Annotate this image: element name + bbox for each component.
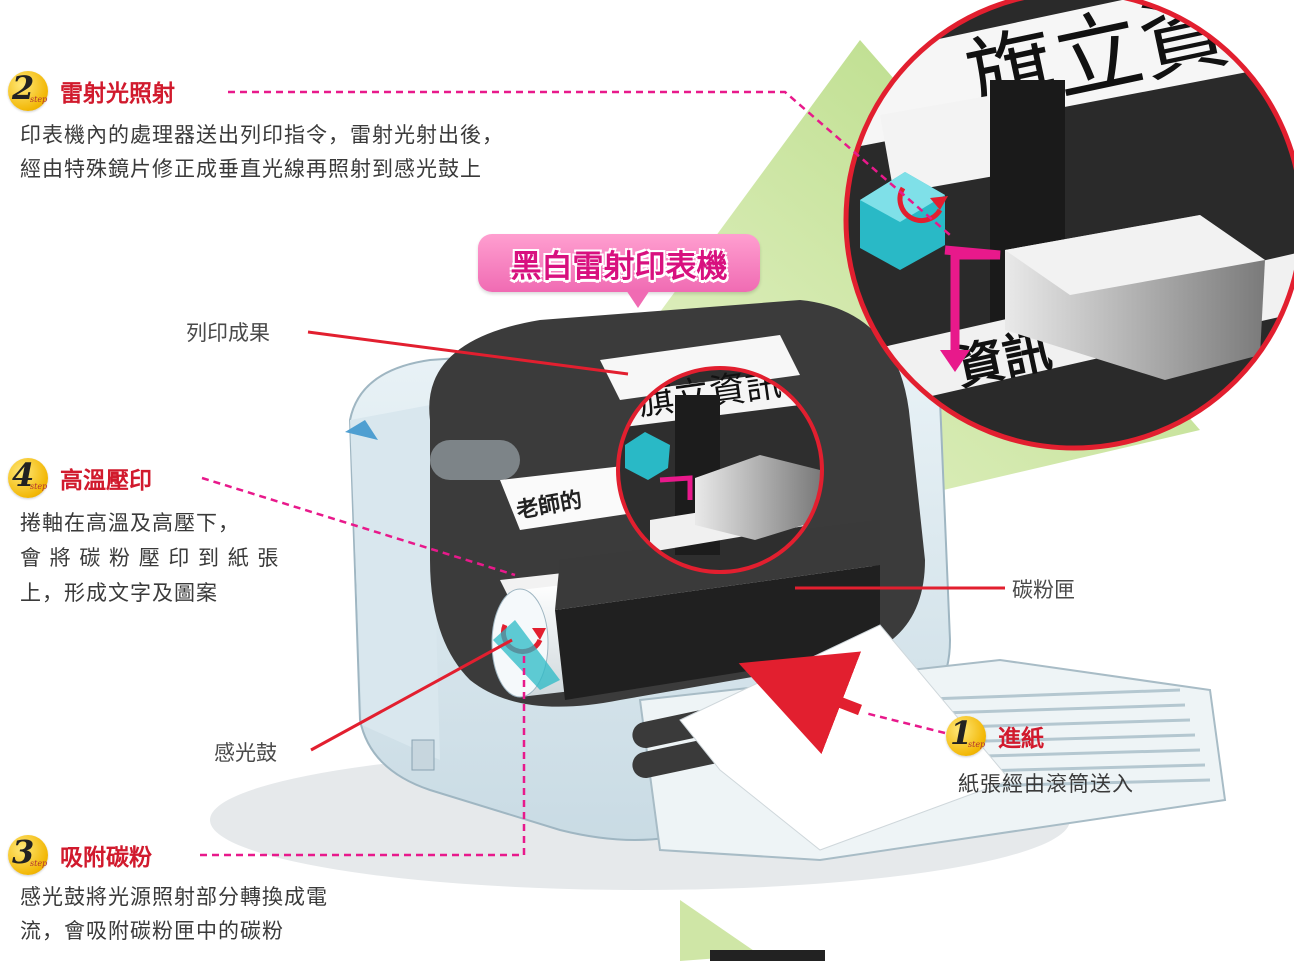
label-output: 列印成果 <box>186 321 270 345</box>
feed-arrow <box>738 651 862 755</box>
output-paper <box>600 335 800 400</box>
step-4-desc-line-3: 上，形成文字及圖案 <box>20 581 218 605</box>
step-4-sub: step <box>30 482 48 491</box>
label-toner: 碳粉匣 <box>1012 578 1075 602</box>
zoom-magnifier-ring <box>843 0 1294 451</box>
step-1-badge: 1 step <box>946 714 986 756</box>
inner-magnifier-ring <box>616 366 824 574</box>
step-2-badge: 2 step <box>8 69 48 111</box>
step-4-title: 高溫壓印 <box>60 468 152 494</box>
step-2-description: 印表機內的處理器送出列印指令，雷射光射出後， 經由特殊鏡片修正成垂直光線再照射到… <box>20 118 504 186</box>
step-4-desc-line-1: 捲軸在高溫及高壓下， <box>20 511 240 535</box>
title-banner: 黑白雷射印表機 <box>478 234 760 308</box>
step-3-desc-line-1: 感光鼓將光源照射部分轉換成電 <box>20 885 328 909</box>
step-3-title: 吸附碳粉 <box>60 845 152 871</box>
step-2-number: 2 <box>12 69 35 107</box>
connector-step3 <box>200 655 526 857</box>
step-2-title: 雷射光照射 <box>60 81 175 107</box>
zoom-cone-lower <box>680 900 760 961</box>
label-drum: 感光鼓 <box>214 741 277 765</box>
connector-step1 <box>864 711 946 735</box>
step-2-desc-line-1: 印表機內的處理器送出列印指令，雷射光射出後， <box>20 123 504 147</box>
step-3-number: 3 <box>12 833 35 871</box>
leader-output <box>307 330 629 376</box>
upper-roller <box>430 440 520 480</box>
connector-step2 <box>228 90 951 236</box>
step-4-header: 4 step 高溫壓印 <box>8 456 152 498</box>
step-1-header: 1 step 進紙 <box>946 714 1044 756</box>
connector-step4 <box>201 476 516 577</box>
step-4-description: 捲軸在高溫及高壓下， 會 將 碳 粉 壓 印 到 紙 張 上，形成文字及圖案 <box>20 506 279 611</box>
step-2-header: 2 step 雷射光照射 <box>8 69 175 111</box>
step-4-number: 4 <box>12 456 35 494</box>
title-banner-tail <box>626 290 650 308</box>
step-1-description: 紙張經由滾筒送入 <box>958 767 1134 801</box>
step-3-sub: step <box>30 859 48 868</box>
step-1-sub: step <box>968 740 986 749</box>
step-4-badge: 4 step <box>8 456 48 498</box>
step-3-desc-line-2: 流，會吸附碳粉匣中的碳粉 <box>20 919 284 943</box>
step-3-description: 感光鼓將光源照射部分轉換成電 流，會吸附碳粉匣中的碳粉 <box>20 880 328 948</box>
dark-tab <box>710 950 825 961</box>
step-3-badge: 3 step <box>8 833 48 875</box>
power-button <box>411 739 435 771</box>
step-2-desc-line-2: 經由特殊鏡片修正成垂直光線再照射到感光鼓上 <box>20 157 482 181</box>
zoom-magnifier: 旗立資 資訊 <box>846 0 1294 448</box>
step-2-sub: step <box>30 95 48 104</box>
leader-drum <box>310 638 513 752</box>
step-1-desc-line-1: 紙張經由滾筒送入 <box>958 772 1134 796</box>
step-1-number: 1 <box>950 714 973 752</box>
title-banner-text: 黑白雷射印表機 <box>510 248 728 285</box>
step-1-title: 進紙 <box>998 726 1044 752</box>
step-3-header: 3 step 吸附碳粉 <box>8 833 152 875</box>
step-4-desc-line-2: 會 將 碳 粉 壓 印 到 紙 張 <box>20 546 280 570</box>
